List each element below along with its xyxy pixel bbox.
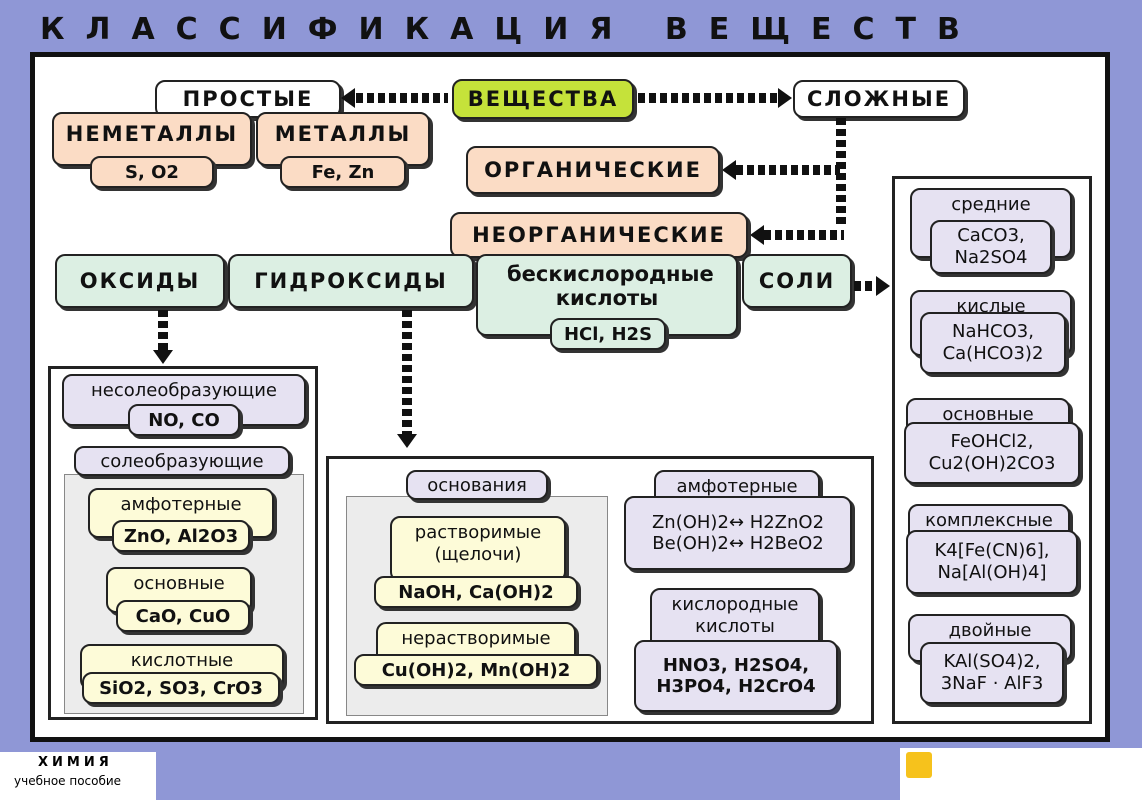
footer-subject: ХИМИЯ (38, 755, 113, 770)
inorganic-box: НЕОРГАНИЧЕСКИЕ (450, 212, 748, 258)
footer-subtitle: учебное пособие (14, 774, 122, 788)
amph-ex-2: Be(OH)2↔ H2BeO2 (652, 533, 824, 554)
soluble-example: NaOH, Ca(OH)2 (374, 576, 578, 608)
complex-box: СЛОЖНЫЕ (793, 80, 965, 118)
oxygenfree-example: HCl, H2S (550, 318, 666, 350)
nonmetals-example: S, O2 (90, 156, 214, 188)
amph-oxide-example: ZnO, Al2O3 (112, 520, 250, 552)
saltforming-label: солеобразующие (74, 446, 290, 476)
middle-salt-example: CaCO3, Na2SO4 (930, 220, 1052, 274)
logo-icon (906, 752, 932, 778)
amph-ex-1: Zn(OH)2↔ H2ZnO2 (651, 512, 825, 533)
bases-label: основания (406, 470, 548, 500)
basic-oxide-example: CaO, CuO (116, 600, 250, 632)
simple-box: ПРОСТЫЕ (155, 80, 341, 118)
basic-salt-example: FeOHCl2, Cu2(OH)2CO3 (904, 422, 1080, 484)
soluble-label: растворимые (щелочи) (390, 516, 566, 582)
hydroxides-box: ГИДРОКСИДЫ (228, 254, 474, 308)
publisher-logo (900, 748, 1142, 800)
metals-example: Fe, Zn (280, 156, 406, 188)
insoluble-example: Cu(OH)2, Mn(OH)2 (354, 654, 598, 686)
nonsalt-example: NO, CO (128, 404, 240, 436)
acid-salt-example: NaHCO3, Ca(HCO3)2 (920, 312, 1066, 374)
acid-oxide-example: SiO2, SO3, CrO3 (82, 672, 280, 704)
amph-hydroxide-example: Zn(OH)2↔ H2ZnO2 Be(OH)2↔ H2BeO2 (624, 496, 852, 570)
substances-box: ВЕЩЕСТВА (452, 79, 634, 119)
salts-box: СОЛИ (742, 254, 852, 308)
double-salt-example: KAl(SO4)2, 3NaF · AlF3 (920, 642, 1064, 704)
organic-box: ОРГАНИЧЕСКИЕ (466, 146, 720, 194)
complex-salt-example: K4[Fe(CN)6], Na[Al(OH)4] (906, 530, 1078, 594)
oxy-ex-1: HNO3, H2SO4, (662, 655, 810, 676)
footer-label: ХИМИЯ учебное пособие (0, 752, 156, 800)
oxy-acids-label: кислородные кислоты (650, 588, 820, 650)
poster-title: КЛАССИФИКАЦИЯ ВЕЩЕСТВ (40, 12, 981, 47)
oxides-box: ОКСИДЫ (55, 254, 225, 308)
oxy-ex-2: H3PO4, H2CrO4 (656, 676, 816, 697)
oxy-acids-example: HNO3, H2SO4, H3PO4, H2CrO4 (634, 640, 838, 712)
